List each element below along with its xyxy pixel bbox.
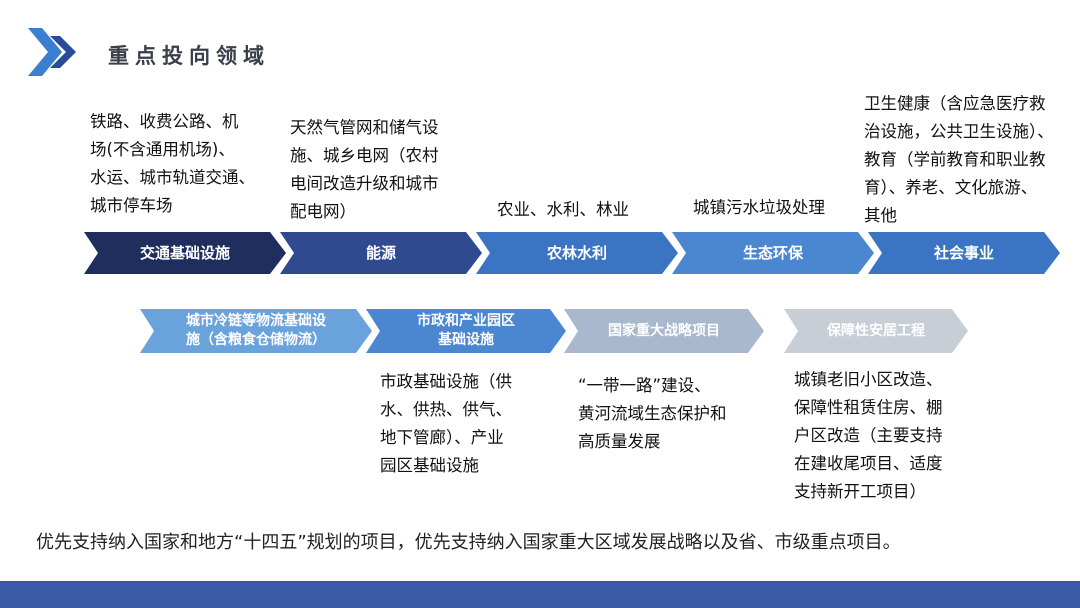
desc-social: 卫生健康（含应急医疗救治设施，公共卫生设施）、 教育（学前教育和职业教育）、养老… [864, 94, 1054, 225]
desc-strategy: “一带一路”建设、黄河流域生态保护和 高质量发展 [578, 376, 727, 451]
page-title: 重点投向领域 [108, 44, 270, 68]
arrow-eco: 生态环保 [672, 232, 874, 274]
arrow-housing: 保障性安居工程 [784, 309, 968, 353]
desc-agri: 农业、水利、林业 [497, 200, 629, 219]
desc-municipal: 市政基础设施（供水、供热、供气、 地下管廊）、产业园区基础设施 [380, 372, 512, 475]
arrow-agri: 农林水利 [476, 232, 678, 274]
desc-energy: 天然气管网和储气设施、城乡电网（农村 电间改造升级和城市配电网） [290, 118, 439, 221]
chevron-logo-icon [28, 28, 76, 76]
arrow-transport: 交通基础设施 [84, 232, 286, 274]
desc-eco: 城镇污水垃圾处理 [693, 198, 825, 217]
footer-bar [0, 581, 1080, 608]
arrow-strategy: 国家重大战略项目 [564, 309, 764, 353]
arrow-municipal: 市政和产业园区基础设施 [366, 309, 566, 353]
arrow-energy: 能源 [280, 232, 482, 274]
arrow-social: 社会事业 [868, 232, 1060, 274]
summary-text: 优先支持纳入国家和地方“十四五”规划的项目，优先支持纳入国家重大区域发展战略以及… [36, 532, 901, 553]
desc-housing: 城镇老旧小区改造、保障性租赁住房、棚 户区改造（主要支持在建收尾项目、适度 支持… [794, 370, 943, 501]
desc-transport: 铁路、收费公路、机场(不含通用机场)、 水运、城市轨道交通、城市停车场 [90, 112, 255, 215]
arrow-logistics: 城市冷链等物流基础设施（含粮食仓储物流） [140, 309, 372, 353]
